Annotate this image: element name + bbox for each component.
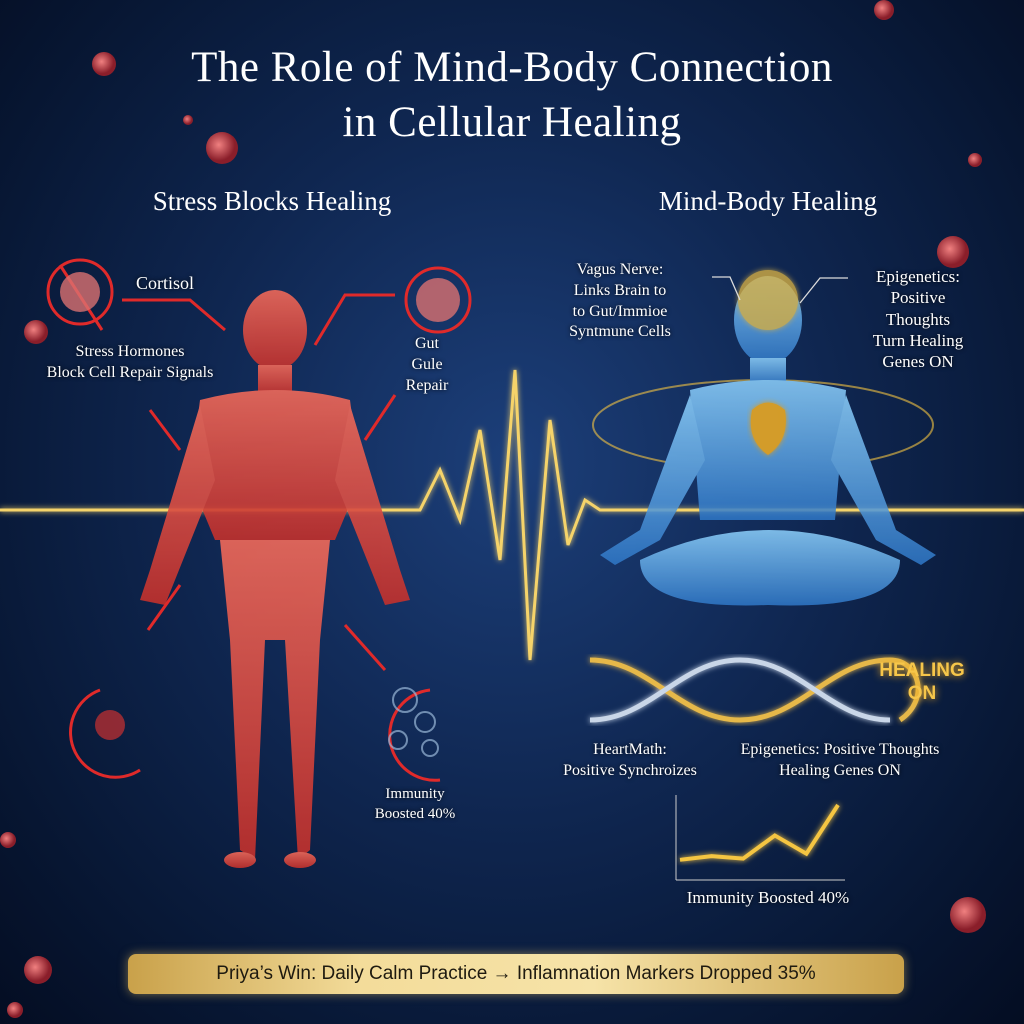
epigenetics-line: Turn Healing <box>872 330 964 350</box>
page-title: The Role of Mind-Body Connection in Cell… <box>191 40 833 150</box>
stress-heading: Stress Blocks Healing <box>152 186 392 216</box>
epigenetics-bottom-line: Epigenetics: Positive Thoughts <box>740 741 940 758</box>
gut-line-2: Gule <box>411 355 443 373</box>
epigenetics-line: Positive <box>890 288 946 308</box>
immunity-line-1: Immunity <box>385 786 445 802</box>
dna-helix-icon <box>589 657 921 723</box>
cortisol-label: Cortisol <box>135 273 195 293</box>
healing-line: HEALING <box>879 660 965 681</box>
immunity-series-line <box>679 803 840 862</box>
epigenetics-top-label: Epigenetics: Positive Thoughts Turn Heal… <box>873 266 964 372</box>
title-line-2: in Cellular Healing <box>342 99 682 147</box>
title-line-1: The Role of Mind-Body Connection <box>191 44 833 91</box>
vagus-line: Vagus Nerve: <box>576 261 664 278</box>
healing-on-label: HEALING ON <box>879 660 965 706</box>
heartbeat-line <box>0 369 1024 661</box>
gut-repair-label: Gut Gule Repair <box>406 334 449 396</box>
vagus-nerve-label: Vagus Nerve: Links Brain to to Gut/Immio… <box>569 260 671 343</box>
epigenetics-line: Genes ON <box>882 352 954 371</box>
vagus-line: to Gut/Immioe <box>572 302 668 320</box>
immunity-line-chart <box>675 795 845 881</box>
immunity-left-label: Immunity Boosted 40% <box>375 785 455 824</box>
stress-line-2: Block Cell Repair Signals <box>46 363 214 381</box>
stress-hormones-label: Stress Hormones Block Cell Repair Signal… <box>47 342 214 384</box>
healing-line: ON <box>907 682 937 704</box>
gut-line-1: Gut <box>415 335 439 352</box>
epigenetics-line: Thoughts <box>885 309 951 329</box>
gut-line-3: Repair <box>405 376 449 394</box>
epigenetics-bottom-label: Epigenetics: Positive Thoughts Healing G… <box>741 740 940 782</box>
immunity-line-2: Boosted 40% <box>374 805 456 822</box>
heartmath-line: Positive Synchroizes <box>563 761 697 779</box>
immunity-chart-label: Immunity Boosted 40% <box>686 888 850 907</box>
epigenetics-bottom-line: Healing Genes ON <box>779 761 901 779</box>
epigenetics-line: Epigenetics: <box>875 267 961 286</box>
banner-text: Priya’s Win: Daily Calm Practice → Infla… <box>216 963 816 984</box>
stress-line-1: Stress Hormones <box>75 343 185 360</box>
vagus-line: Syntmune Cells <box>569 323 671 341</box>
heartmath-line: HeartMath: <box>593 741 667 758</box>
meditating-body-figure <box>592 270 936 606</box>
stressed-body-figure <box>140 290 410 868</box>
heartmath-label: HeartMath: Positive Synchroizes <box>563 740 697 782</box>
priya-win-banner: Priya’s Win: Daily Calm Practice → Infla… <box>128 954 904 994</box>
mind-body-heading: Mind-Body Healing <box>658 186 878 216</box>
vagus-line: Links Brain to <box>573 281 667 299</box>
